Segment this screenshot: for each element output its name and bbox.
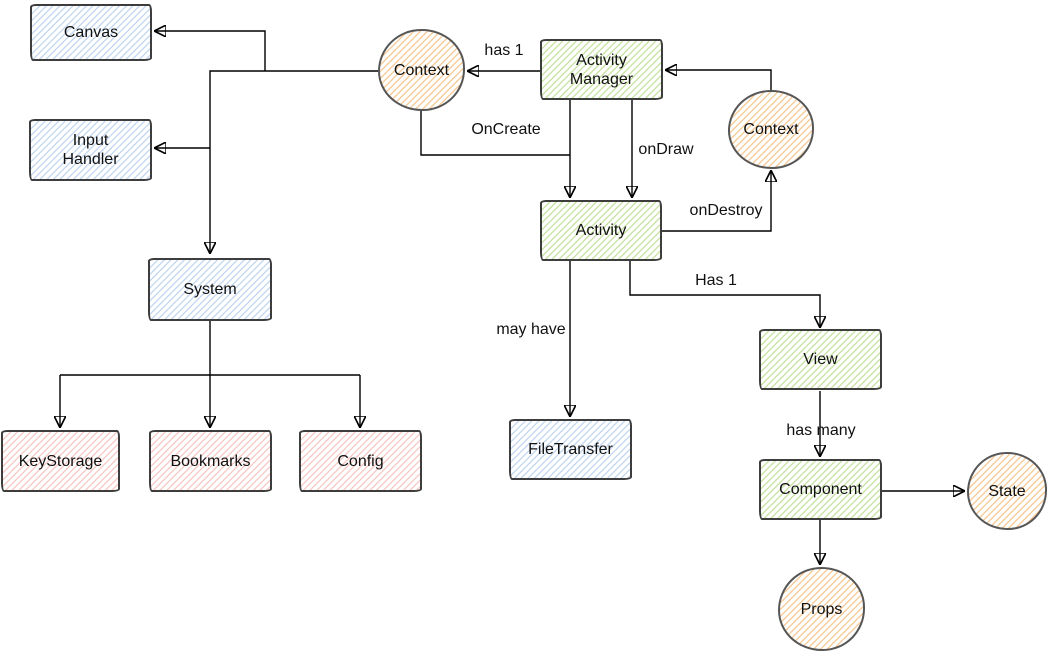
node-filetransfer-label: FileTransfer — [528, 441, 613, 458]
node-canvas[interactable]: Canvas — [30, 4, 152, 61]
edge-has1-to-view — [629, 261, 820, 326]
node-input-handler[interactable]: Input Handler — [29, 119, 152, 181]
edge-context-to-system — [210, 70, 378, 252]
node-input-handler-label-line1: Input — [72, 132, 109, 149]
node-bookmarks[interactable]: Bookmarks — [149, 430, 272, 492]
node-state-label: State — [988, 482, 1026, 500]
edge-label-has1: has 1 — [484, 42, 524, 59]
node-activity-label: Activity — [575, 222, 627, 239]
node-component-label: Component — [779, 481, 862, 498]
node-context-right[interactable]: Context — [728, 90, 814, 169]
edge-label-ondraw: onDraw — [638, 141, 694, 158]
node-config[interactable]: Config — [299, 430, 422, 492]
node-view-label: View — [803, 351, 838, 368]
node-system[interactable]: System — [148, 258, 272, 321]
node-view[interactable]: View — [759, 329, 882, 390]
node-config-label: Config — [337, 452, 384, 470]
node-activity-manager[interactable]: Activity Manager — [540, 39, 663, 100]
node-props-label: Props — [800, 600, 843, 618]
edge-to-canvas — [156, 31, 266, 71]
node-bookmarks-label: Bookmarks — [170, 452, 251, 470]
edge-label-hasmany: has many — [786, 422, 856, 439]
node-state[interactable]: State — [967, 452, 1047, 530]
node-canvas-label: Canvas — [63, 24, 119, 41]
node-context-right-label: Context — [743, 121, 799, 138]
edge-label-ondestroy: onDestroy — [689, 202, 763, 219]
edge-label-mayhave: may have — [496, 321, 566, 338]
node-component[interactable]: Component — [759, 459, 882, 520]
node-activity-manager-label-line1: Activity — [576, 51, 627, 69]
node-activity[interactable]: Activity — [540, 200, 662, 261]
edge-label-has1-view: Has 1 — [695, 272, 737, 289]
edge-label-oncreate: OnCreate — [471, 121, 541, 138]
node-props[interactable]: Props — [778, 567, 865, 651]
node-context-left-label: Context — [393, 61, 450, 79]
node-context-left[interactable]: Context — [378, 29, 465, 111]
node-keystorage-label: KeyStorage — [18, 452, 103, 470]
edge-context2-to-am — [667, 70, 772, 90]
node-keystorage[interactable]: KeyStorage — [1, 430, 120, 492]
node-filetransfer[interactable]: FileTransfer — [509, 419, 632, 480]
node-activity-manager-label-line2: Manager — [569, 70, 634, 88]
node-system-label: System — [183, 281, 237, 298]
node-input-handler-label-line2: Handler — [62, 151, 119, 168]
